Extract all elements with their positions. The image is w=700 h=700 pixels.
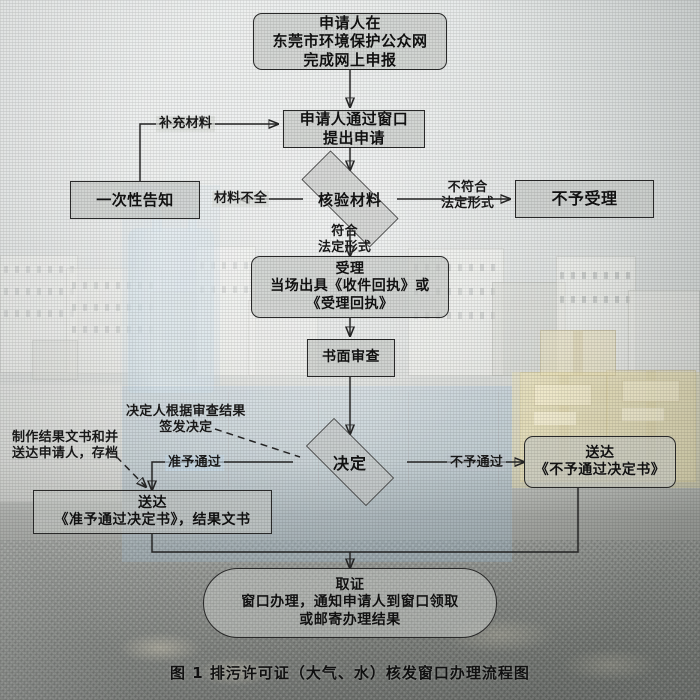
node-deliver-reject[interactable]: 送达 《不予通过决定书》 <box>524 436 676 488</box>
node-line: 不予受理 <box>551 189 618 209</box>
node-line: 一次性告知 <box>96 190 174 209</box>
edge-label-line: 签发决定 <box>159 420 213 436</box>
edge-label-line: 符合 <box>331 224 358 239</box>
node-line: 取证 <box>335 576 365 593</box>
node-line: 决定 <box>332 454 367 473</box>
edge-label-line: 不符合 <box>447 180 488 195</box>
edge-label-line: 法定形式 <box>441 196 495 212</box>
node-one-time-notice[interactable]: 一次性告知 <box>70 181 200 219</box>
node-line: 核验材料 <box>317 190 382 209</box>
edge-label-line: 制作结果文书和并 <box>12 430 119 445</box>
node-line: 东莞市环境保护公众网 <box>272 32 428 51</box>
node-line: 当场出具《收件回执》或 <box>270 278 430 295</box>
edge-label-line: 送达申请人，存档 <box>12 446 119 462</box>
node-line: 《受理回执》 <box>306 295 394 312</box>
node-written-review[interactable]: 书面审查 <box>307 339 395 377</box>
node-line: 或邮寄办理结果 <box>299 611 401 628</box>
edge-label-not-conform: 不符合 法定形式 <box>441 180 494 213</box>
node-line: 送达 <box>138 494 167 511</box>
node-not-accepted[interactable]: 不予受理 <box>515 180 654 218</box>
node-line: 《不予通过决定书》 <box>534 462 666 478</box>
edge-label-line: 法定形式 <box>318 240 372 256</box>
node-online-declare[interactable]: 申请人在 东莞市环境保护公众网 完成网上申报 <box>253 13 447 70</box>
node-line: 送达 <box>585 444 615 461</box>
edge-label-line: 决定人根据审查结果 <box>126 404 246 419</box>
node-decision[interactable]: 决定 <box>290 418 410 506</box>
node-line: 书面审查 <box>322 349 380 366</box>
node-accept[interactable]: 受理 当场出具《收件回执》或 《受理回执》 <box>251 256 449 318</box>
node-line: 《准予通过决定书》，结果文书 <box>54 512 251 528</box>
figure-caption: 图 1 排污许可证（大气、水）核发窗口办理流程图 <box>170 664 530 682</box>
edge-label-supplement: 补充材料 <box>156 116 216 133</box>
node-line: 受理 <box>335 260 365 277</box>
edge-label-rejected: 不予通过 <box>447 455 507 472</box>
edge-label-approved: 准予通过 <box>165 455 225 472</box>
edge-label-make-and-archive: 制作结果文书和并 送达申请人，存档 <box>12 430 118 463</box>
node-line: 申请人通过窗口 <box>299 110 409 129</box>
node-window-apply[interactable]: 申请人通过窗口 提出申请 <box>283 110 425 148</box>
node-line: 完成网上申报 <box>303 50 397 69</box>
node-verify-materials[interactable]: 核验材料 <box>282 150 418 248</box>
node-line: 申请人在 <box>318 13 381 32</box>
edge-label-incomplete: 材料不全 <box>212 191 270 208</box>
edge-label-conform: 符合 法定形式 <box>318 224 371 257</box>
edge-label-issuer-signs: 决定人根据审查结果 签发决定 <box>126 404 246 437</box>
node-line: 窗口办理，通知申请人到窗口领取 <box>241 594 459 611</box>
node-line: 提出申请 <box>322 129 385 147</box>
node-deliver-approve[interactable]: 送达 《准予通过决定书》，结果文书 <box>33 490 272 534</box>
node-collect[interactable]: 取证 窗口办理，通知申请人到窗口领取 或邮寄办理结果 <box>203 568 497 638</box>
